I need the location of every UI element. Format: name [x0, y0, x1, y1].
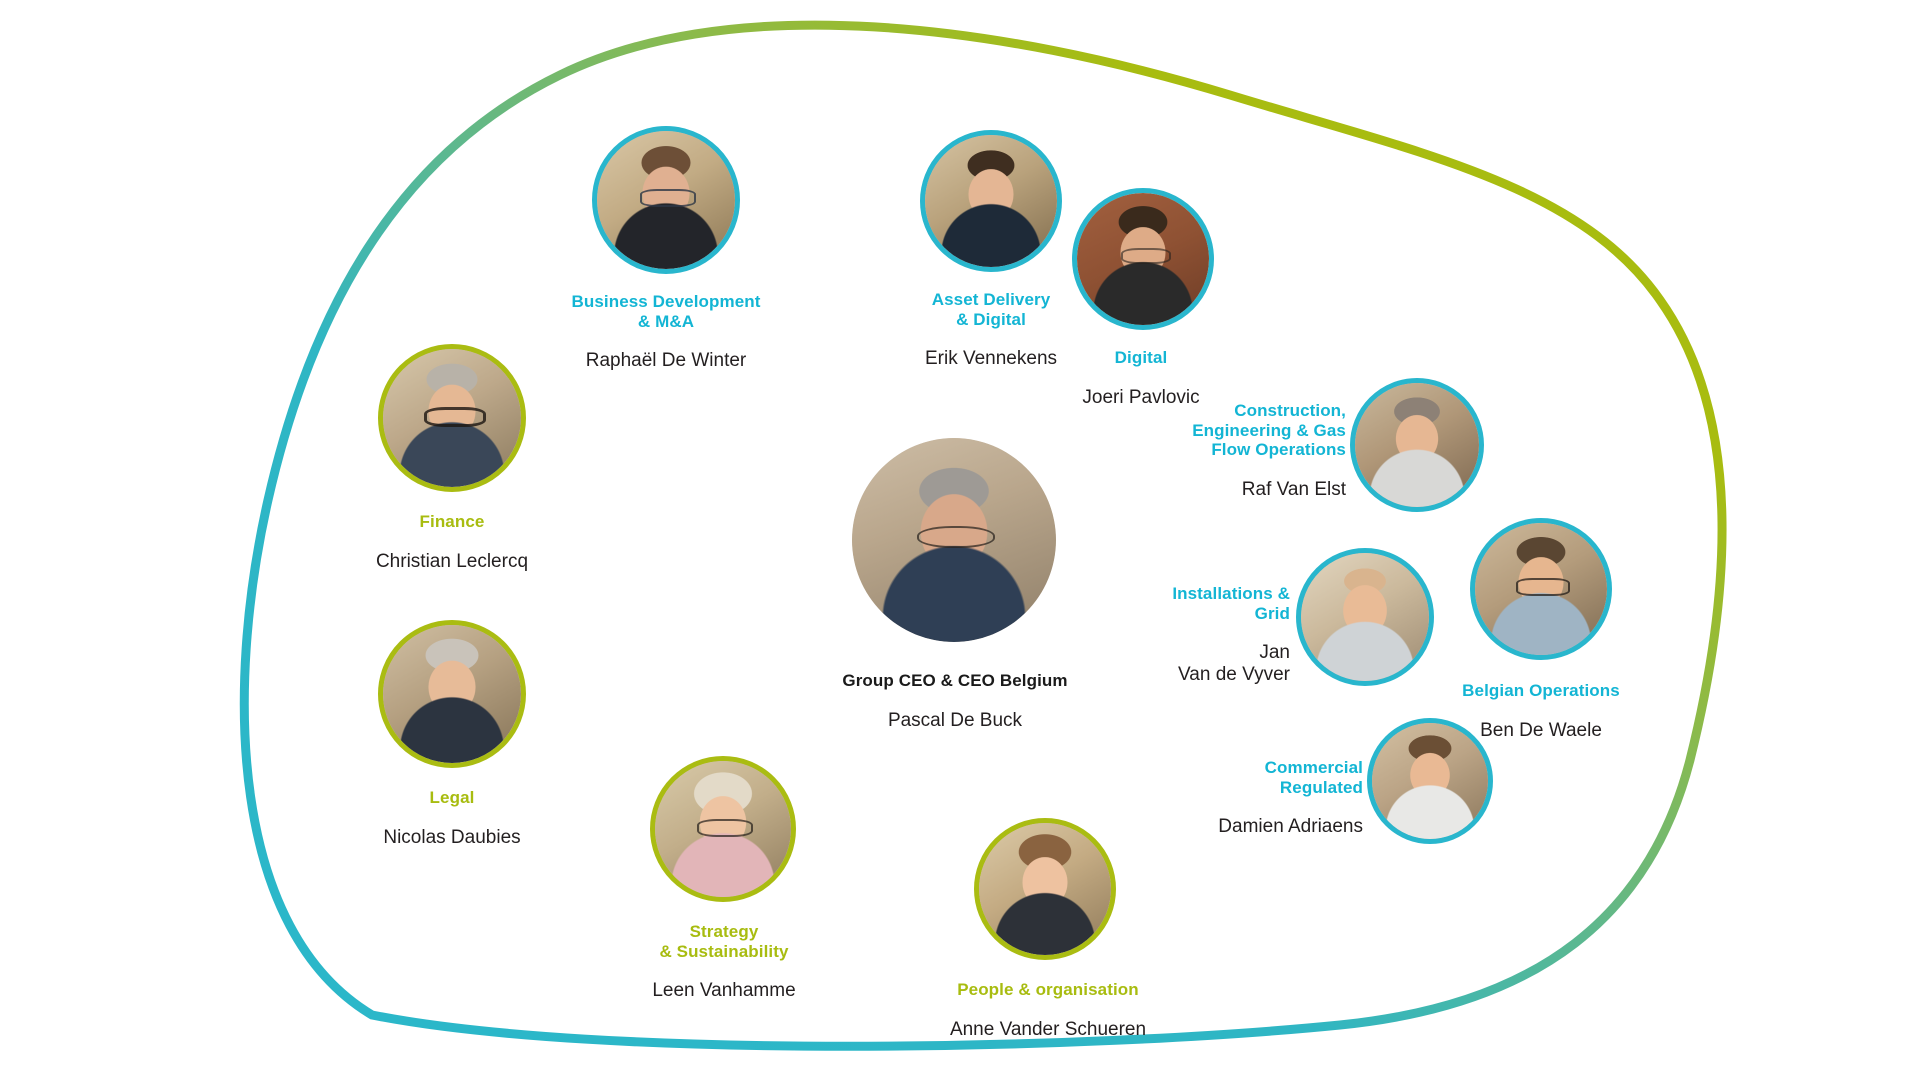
role-digital: Digital: [1114, 348, 1168, 368]
portrait-photo: [1372, 723, 1488, 839]
portrait-photo: [1355, 383, 1479, 507]
avatar-digital[interactable]: [1072, 188, 1214, 330]
role-commercial-regulated: Commercial Regulated: [1264, 758, 1363, 797]
eyeglasses-icon: [639, 188, 697, 207]
eyeglasses-icon: [697, 819, 753, 838]
label-asset-delivery-digital: Asset Delivery & Digital Erik Vennekens: [886, 272, 1096, 388]
portrait-photo: [655, 761, 791, 897]
person-construction-engineering-gas-flow-operations: Raf Van Elst: [1241, 478, 1346, 500]
avatar-business-development-m-a[interactable]: [592, 126, 740, 274]
member-digital[interactable]: Digital Joeri Pavlovic: [1063, 188, 1273, 428]
member-business-development-m-a[interactable]: Business Development & M&A Raphaël De Wi…: [568, 126, 828, 371]
role-people-organisation: People & organisation: [957, 980, 1139, 1000]
person-group-ceo: Pascal De Buck: [887, 709, 1023, 731]
person-strategy-sustainability: Leen Vanhamme: [652, 980, 796, 1002]
avatar-legal[interactable]: [378, 620, 526, 768]
member-commercial-regulated[interactable]: Commercial Regulated Damien Adriaens: [1145, 718, 1495, 878]
person-people-organisation: Anne Vander Schueren: [949, 1018, 1147, 1040]
label-legal: Legal Nicolas Daubies: [342, 770, 562, 867]
label-business-development-m-a: Business Development & M&A Raphaël De Wi…: [568, 274, 764, 390]
portrait-photo: [1077, 193, 1209, 325]
person-installations-grid: Jan Van de Vyver: [1178, 642, 1290, 685]
role-belgian-operations: Belgian Operations: [1462, 681, 1620, 701]
role-asset-delivery-digital: Asset Delivery & Digital: [931, 290, 1051, 329]
member-strategy-sustainability[interactable]: Strategy & Sustainability Leen Vanhamme: [634, 756, 894, 1001]
avatar-installations-grid[interactable]: [1296, 548, 1434, 686]
person-belgian-operations: Ben De Waele: [1480, 719, 1602, 741]
avatar-group-ceo[interactable]: [852, 438, 1056, 642]
avatar-finance[interactable]: [378, 344, 526, 492]
label-people-organisation: People & organisation Anne Vander Schuer…: [898, 962, 1198, 1059]
eyeglasses-icon: [424, 406, 486, 427]
person-legal: Nicolas Daubies: [383, 826, 521, 848]
portrait-photo: [597, 131, 735, 269]
portrait-photo: [1475, 523, 1607, 655]
label-group-ceo: Group CEO & CEO Belgium Pascal De Buck: [810, 653, 1100, 750]
portrait-photo: [852, 438, 1056, 642]
member-people-organisation[interactable]: People & organisation Anne Vander Schuer…: [938, 818, 1238, 1048]
role-business-development-m-a: Business Development & M&A: [571, 292, 761, 331]
label-commercial-regulated: Commercial Regulated Damien Adriaens: [1145, 740, 1363, 856]
avatar-asset-delivery-digital[interactable]: [920, 130, 1062, 272]
label-belgian-operations: Belgian Operations Ben De Waele: [1436, 663, 1646, 760]
member-asset-delivery-digital[interactable]: Asset Delivery & Digital Erik Vennekens: [908, 130, 1128, 370]
person-commercial-regulated: Damien Adriaens: [1218, 816, 1363, 838]
person-asset-delivery-digital: Erik Vennekens: [924, 348, 1058, 370]
member-legal[interactable]: Legal Nicolas Daubies: [362, 620, 622, 848]
avatar-people-organisation[interactable]: [974, 818, 1116, 960]
role-strategy-sustainability: Strategy & Sustainability: [659, 922, 789, 961]
portrait-photo: [383, 349, 521, 487]
portrait-photo: [383, 625, 521, 763]
avatar-construction-engineering-gas-flow-operations[interactable]: [1350, 378, 1484, 512]
role-finance: Finance: [419, 512, 485, 532]
eyeglasses-icon: [1120, 248, 1171, 265]
role-group-ceo: Group CEO & CEO Belgium: [842, 671, 1068, 691]
role-legal: Legal: [429, 788, 475, 808]
person-business-development-m-a: Raphaël De Winter: [585, 350, 747, 372]
label-strategy-sustainability: Strategy & Sustainability Leen Vanhamme: [604, 904, 844, 1020]
person-digital: Joeri Pavlovic: [1082, 386, 1200, 408]
role-installations-grid: Installations & Grid: [1172, 584, 1290, 623]
label-digital: Digital Joeri Pavlovic: [1051, 330, 1231, 427]
member-construction-engineering-gas-flow-operations[interactable]: Construction, Engineering & Gas Flow Ope…: [1128, 378, 1488, 538]
avatar-strategy-sustainability[interactable]: [650, 756, 796, 902]
portrait-photo: [1301, 553, 1429, 681]
label-installations-grid: Installations & Grid Jan Van de Vyver: [1128, 566, 1290, 704]
label-finance: Finance Christian Leclercq: [342, 494, 562, 591]
member-group-ceo[interactable]: Group CEO & CEO Belgium Pascal De Buck: [842, 438, 1067, 738]
portrait-photo: [925, 135, 1057, 267]
label-construction-engineering-gas-flow-operations: Construction, Engineering & Gas Flow Ope…: [1128, 383, 1346, 518]
avatar-belgian-operations[interactable]: [1470, 518, 1612, 660]
portrait-photo: [979, 823, 1111, 955]
member-belgian-operations[interactable]: Belgian Operations Ben De Waele: [1448, 518, 1708, 741]
role-construction-engineering-gas-flow-operations: Construction, Engineering & Gas Flow Ope…: [1192, 401, 1346, 459]
member-finance[interactable]: Finance Christian Leclercq: [362, 344, 622, 572]
person-finance: Christian Leclercq: [375, 550, 529, 572]
avatar-commercial-regulated[interactable]: [1367, 718, 1493, 844]
member-installations-grid[interactable]: Installations & Grid Jan Van de Vyver: [1128, 548, 1458, 718]
eyeglasses-icon: [1515, 578, 1571, 596]
eyeglasses-icon: [917, 525, 995, 549]
